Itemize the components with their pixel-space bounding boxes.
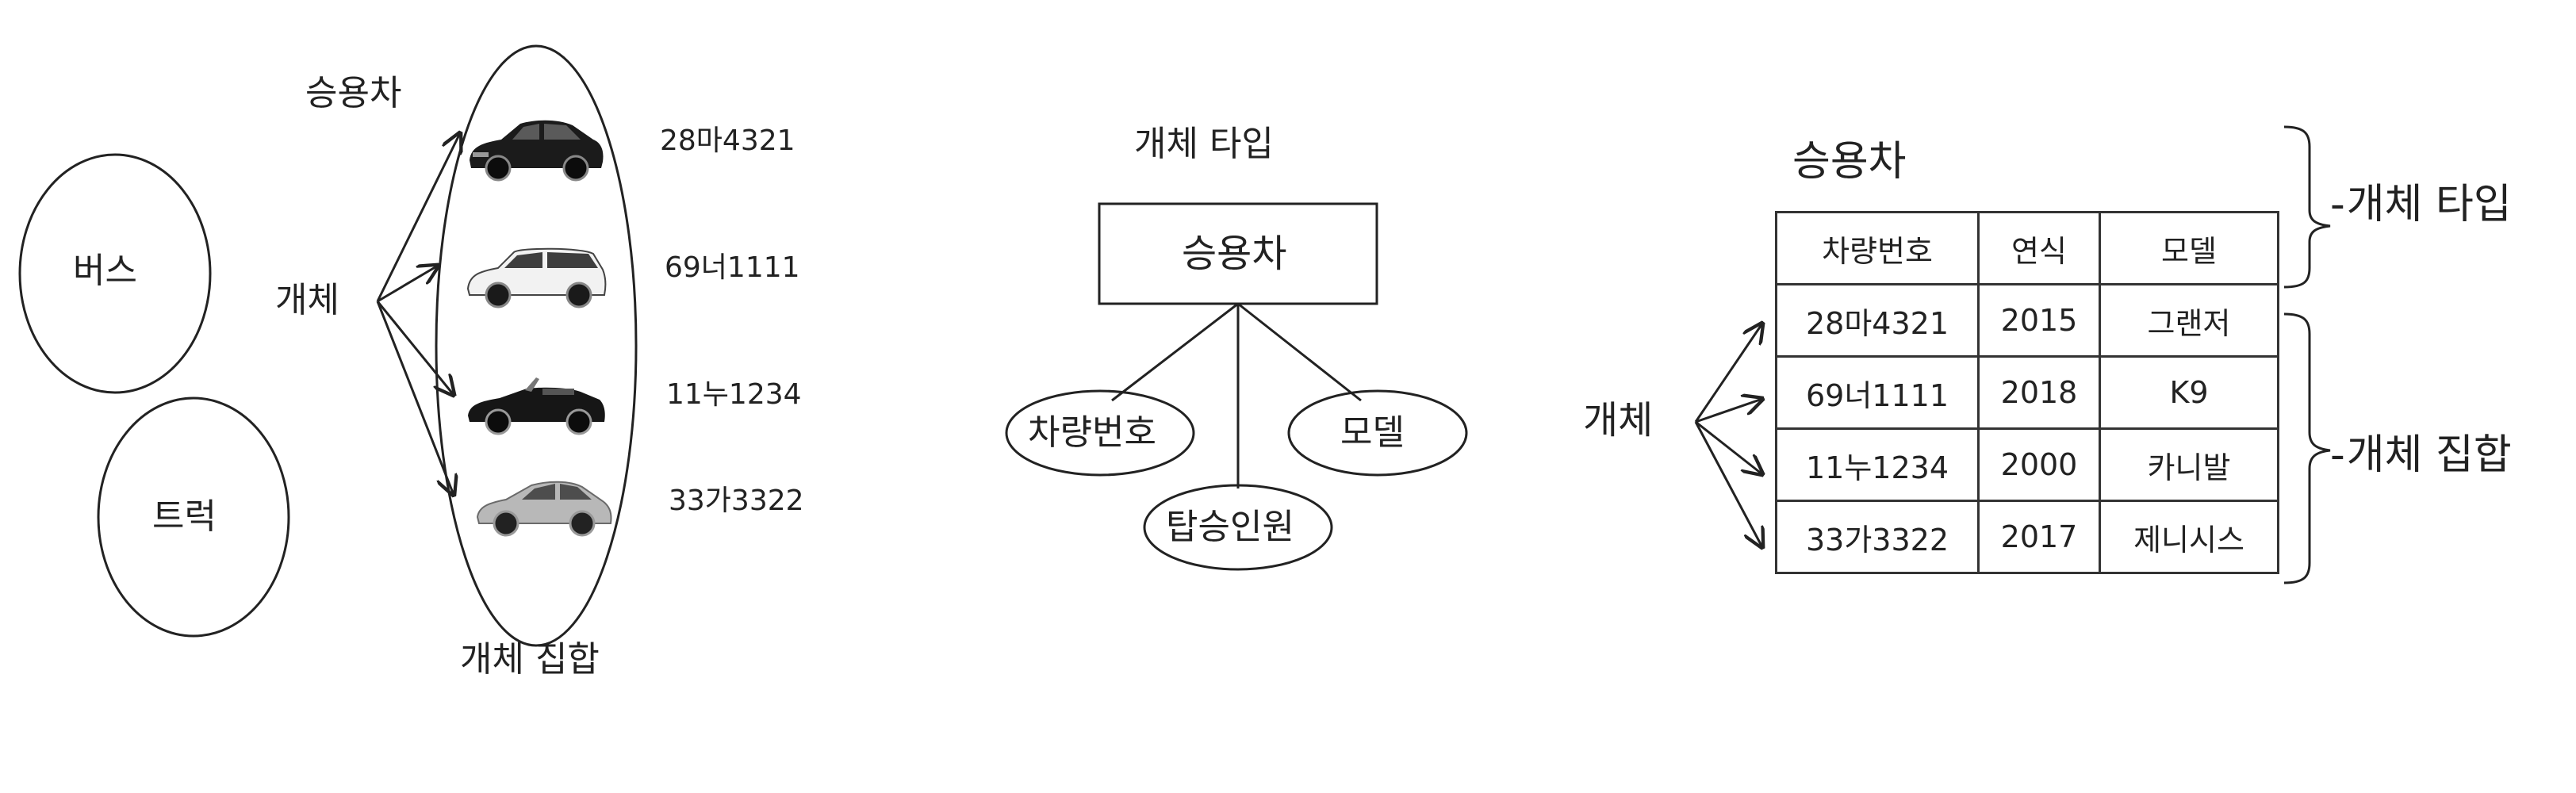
plate-label: 28마4321	[660, 125, 795, 157]
truck-label: 트럭	[152, 496, 217, 537]
attribute-model-ellipse	[1287, 389, 1468, 477]
plate-label: 33가3322	[669, 485, 804, 517]
table-header-cell: 모델	[2099, 211, 2279, 285]
entity-set-label-left: 개체 집합	[460, 639, 600, 680]
entity-arrows-left	[376, 133, 460, 495]
brace-entity-set-label: -개체 집합	[2330, 431, 2512, 479]
entity-label-right: 개체	[1583, 398, 1654, 442]
silver-coupe-icon	[476, 481, 612, 537]
table-cell: 69너1111	[1775, 355, 1980, 430]
entity-type-name: 승용차	[1182, 232, 1287, 276]
table-cell: 제니시스	[2099, 500, 2279, 574]
table-row: 33가3322 2017 제니시스	[1775, 500, 2279, 574]
table-cell: 2015	[1977, 283, 2101, 358]
convertible-icon	[468, 377, 605, 435]
entity-type-label: 개체 타입	[1134, 124, 1274, 164]
table-title: 승용차	[1792, 138, 1907, 186]
table-cell: 2018	[1977, 355, 2101, 430]
entity-table: 차량번호 연식 모델 28마4321 2015 그랜저 69너1111 2018…	[1775, 211, 2279, 574]
table-cell: 2017	[1977, 500, 2101, 574]
attribute-capacity-label: 탑승인원	[1166, 507, 1294, 547]
attribute-plate-ellipse	[1005, 389, 1195, 477]
plate-label: 11누1234	[666, 378, 802, 411]
bus-label: 버스	[73, 251, 137, 291]
table-cell: 28마4321	[1775, 283, 1980, 358]
table-cell: 11누1234	[1775, 427, 1980, 502]
entity-set-ellipse	[435, 44, 638, 647]
table-cell: 2000	[1977, 427, 2101, 502]
truck-ellipse	[97, 396, 290, 638]
table-cell: 그랜저	[2099, 283, 2279, 358]
brace-entity-set	[2283, 312, 2331, 584]
attribute-model-label: 모델	[1340, 412, 1405, 453]
table-header-cell: 차량번호	[1775, 211, 1980, 285]
dark-sedan-icon	[470, 120, 604, 182]
bus-ellipse	[18, 153, 212, 394]
table-row: 28마4321 2015 그랜저	[1775, 283, 2279, 358]
entity-label-left: 개체	[275, 280, 339, 320]
category-label: 승용차	[305, 73, 402, 113]
table-cell: 33가3322	[1775, 500, 1980, 574]
attribute-capacity-ellipse	[1143, 484, 1333, 571]
brace-entity-type-label: -개체 타입	[2330, 181, 2512, 228]
entity-arrows-right	[1694, 324, 1762, 547]
plate-label: 69너1111	[665, 251, 800, 284]
white-wagon-icon	[466, 247, 607, 308]
attribute-plate-label: 차량번호	[1028, 412, 1156, 453]
table-cell: 카니발	[2099, 427, 2279, 502]
brace-entity-type	[2283, 125, 2331, 289]
table-header-cell: 연식	[1977, 211, 2101, 285]
table-row: 11누1234 2000 카니발	[1775, 427, 2279, 502]
table-header-row: 차량번호 연식 모델	[1775, 211, 2279, 285]
table-row: 69너1111 2018 K9	[1775, 355, 2279, 430]
table-cell: K9	[2099, 355, 2279, 430]
